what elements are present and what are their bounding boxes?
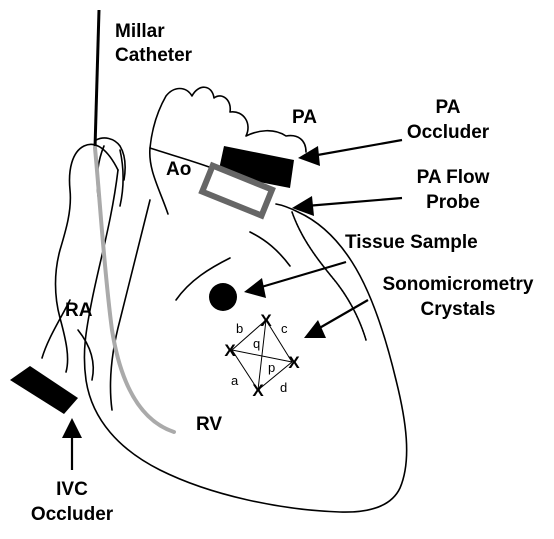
- surface-vessel-2: [250, 232, 290, 266]
- pa-flow-probe-arrowhead: [292, 196, 314, 216]
- tissue-sample-dot: [209, 283, 237, 311]
- heart-body-outline: [84, 170, 406, 512]
- pa-flow-probe-label-line2: Probe: [426, 192, 480, 213]
- tissue-sample-arrowhead: [244, 278, 266, 298]
- segment-label-c: c: [281, 321, 288, 336]
- tissue-sample-label: Tissue Sample: [345, 232, 478, 253]
- pa-flow-probe-arrow-shaft: [306, 198, 402, 206]
- segment-label-q: q: [253, 336, 260, 351]
- right-atrium-outline: [56, 144, 119, 372]
- segment-label-d: d: [280, 380, 287, 395]
- tissue-sample-arrow-shaft: [258, 262, 346, 288]
- ivc-occluder-label-line1: IVC: [56, 479, 88, 500]
- sonomicrometry-label-line2: Crystals: [421, 299, 496, 320]
- pa-label: PA: [292, 107, 317, 128]
- crystal-marker-left: X: [224, 341, 236, 360]
- pa-occluder-label-line2: Occluder: [407, 122, 490, 143]
- millar-catheter-wire: [95, 10, 99, 148]
- crystal-marker-right: X: [288, 353, 300, 372]
- segment-label-p: p: [268, 360, 275, 375]
- pa-flow-probe-label-line1: PA Flow: [417, 167, 490, 188]
- millar-catheter-body: [95, 148, 174, 432]
- ao-label: Ao: [166, 159, 191, 180]
- coronary-groove: [110, 200, 150, 410]
- pa-occluder-arrow-shaft: [312, 140, 402, 156]
- ivc-arrowhead: [62, 418, 82, 438]
- segment-label-a: a: [231, 373, 239, 388]
- millar-label-line1: Millar: [115, 21, 165, 42]
- ivc-occluder-band: [10, 366, 78, 414]
- pa-occluder-label-line1: PA: [436, 97, 461, 118]
- segment-label-b: b: [236, 321, 243, 336]
- crystals-arrowhead: [304, 320, 326, 338]
- ra-label: RA: [65, 300, 93, 321]
- sonomicrometry-label-line1: Sonomicrometry: [383, 274, 534, 295]
- millar-label-line2: Catheter: [115, 45, 193, 66]
- pa-occluder-arrowhead: [298, 146, 320, 166]
- crystal-marker-top: X: [260, 311, 272, 330]
- rv-label: RV: [196, 414, 222, 435]
- crystal-marker-bottom: X: [252, 381, 264, 400]
- ivc-occluder-label-line2: Occluder: [31, 504, 114, 525]
